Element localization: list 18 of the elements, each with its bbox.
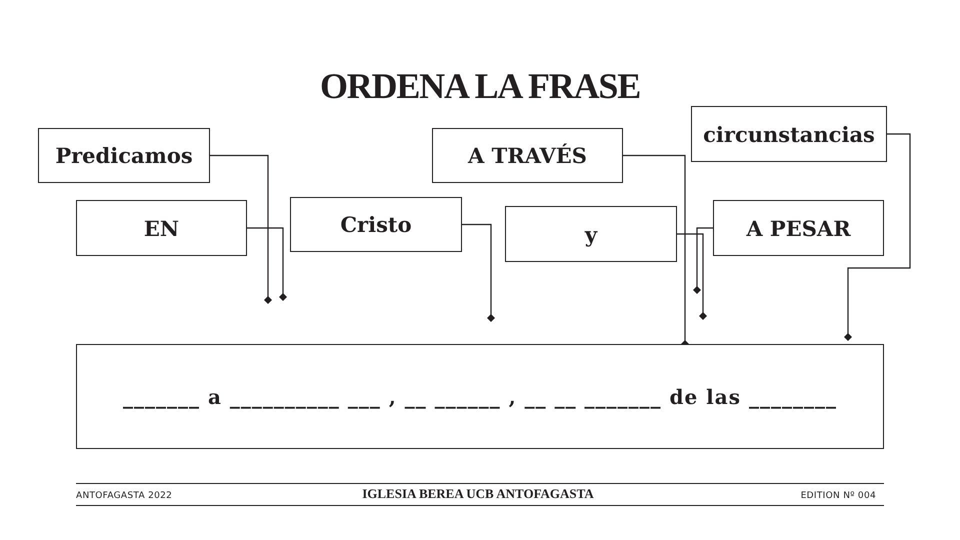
connector-line (462, 224, 495, 322)
connector-line (210, 154, 272, 304)
word-card: EN (76, 200, 247, 256)
connector-line (693, 227, 713, 294)
sentence-panel: _______ a __________ ___ , __ ______ , __ __ _______ de las ________ (76, 344, 884, 449)
word-card: A PESAR (713, 200, 884, 256)
word-card: y (505, 206, 677, 262)
word-card: Cristo (290, 197, 462, 252)
footer-heading: IGLESIA BEREA UCB ANTOFAGASTA (362, 486, 594, 501)
connector-line (844, 133, 911, 341)
word-card: A TRAVÉS (432, 128, 623, 183)
footer-text: ANTOFAGASTA 2022 (76, 490, 172, 503)
word-card: Predicamos (38, 128, 210, 183)
connector-line (677, 233, 707, 320)
word-card: circunstancias (691, 106, 887, 162)
title: ORDENA LA FRASE (320, 65, 640, 108)
footer-text: EDITION Nº 004 (800, 490, 876, 503)
connector-line (247, 227, 287, 301)
